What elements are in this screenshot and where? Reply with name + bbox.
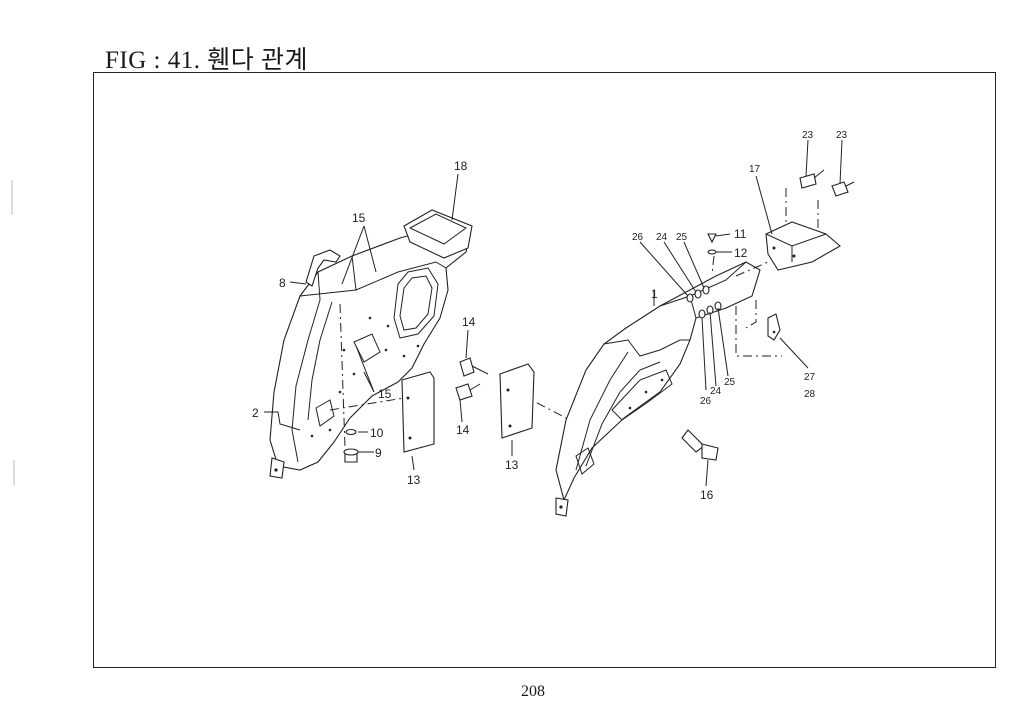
bolt-part-23-left [799, 169, 825, 189]
leader-lines [264, 139, 843, 487]
page-number: 208 [521, 683, 545, 700]
alignment-line [339, 303, 346, 449]
callout-8: 8 [279, 276, 286, 290]
callout-13-left: 13 [407, 473, 421, 487]
alignment-line [745, 300, 757, 329]
callout-25-top: 25 [676, 232, 688, 243]
alignment-line [711, 255, 715, 275]
bolt-part-16 [681, 429, 719, 461]
callout-2: 2 [252, 406, 259, 420]
callout-11: 11 [734, 227, 747, 241]
callout-9: 9 [375, 446, 382, 460]
top-cover-part-18 [403, 209, 473, 259]
callout-labels: 18 15 8 2 15 10 9 13 14 14 13 1 26 24 25… [252, 130, 848, 502]
callout-24-top: 24 [656, 232, 668, 243]
grab-handle-part-8 [305, 249, 341, 287]
callout-23-left: 23 [802, 130, 814, 141]
callout-13-right: 13 [505, 458, 519, 472]
callout-24-bottom: 24 [710, 386, 722, 397]
cover-plate-part-13-right [499, 363, 535, 439]
bracket-part-17 [765, 221, 841, 271]
alignment-line [735, 261, 769, 277]
callout-26-bottom: 26 [700, 396, 712, 407]
callout-25-bottom: 25 [724, 377, 736, 388]
callout-18: 18 [454, 159, 468, 173]
callout-27: 27 [804, 372, 816, 383]
bolt-part-23-right [831, 181, 855, 197]
callout-23-right: 23 [836, 130, 848, 141]
bracket-part-27 [767, 313, 781, 341]
bolt-part-14-mid [455, 383, 481, 401]
bolt-part-9 [343, 448, 359, 463]
callout-16: 16 [700, 488, 714, 502]
cover-plate-part-13-left [401, 371, 435, 453]
callout-28: 28 [804, 389, 816, 400]
callout-15-bottom: 15 [378, 387, 392, 401]
washer-part-10 [345, 428, 357, 436]
right-fender [555, 261, 761, 517]
callout-10: 10 [370, 426, 384, 440]
callout-14-mid: 14 [456, 423, 470, 437]
callout-17: 17 [749, 164, 761, 175]
callout-15-top: 15 [352, 211, 366, 225]
alignment-line [329, 397, 405, 411]
washer-part-12 [707, 249, 717, 255]
left-fender [269, 225, 471, 479]
callout-12: 12 [734, 246, 748, 260]
callout-26-top: 26 [632, 232, 644, 243]
callout-1: 1 [651, 287, 658, 301]
bolt-part-14-top [459, 357, 489, 377]
callout-14-top: 14 [462, 315, 476, 329]
figure-title: FIG : 41. 휀다 관계 [105, 47, 308, 74]
alignment-line [735, 306, 782, 357]
diagram-frame [93, 72, 996, 668]
clip-part-11 [707, 233, 717, 244]
